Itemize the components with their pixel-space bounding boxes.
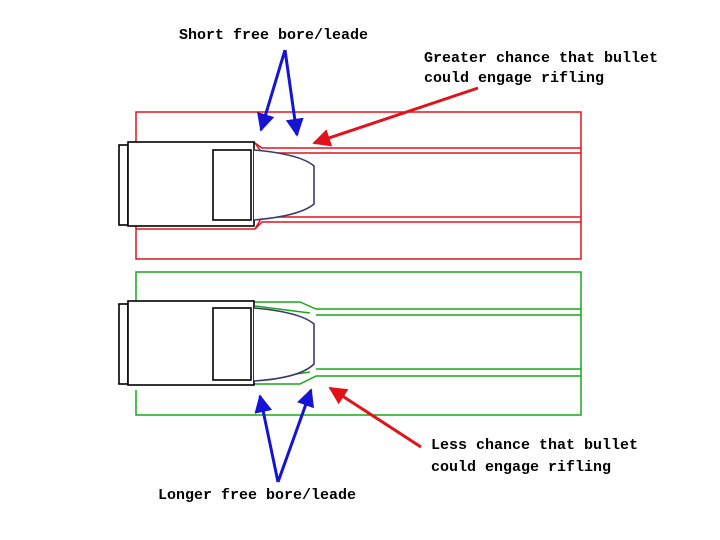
arrow-icon bbox=[283, 49, 304, 137]
top-blue-arrows bbox=[257, 49, 304, 137]
short-free-bore-label: Short free bore/leade bbox=[179, 27, 368, 44]
short-free-bore-cartridge bbox=[118, 141, 315, 227]
case-rim bbox=[118, 144, 129, 226]
bullet-ogive bbox=[253, 149, 315, 221]
arrow-icon bbox=[276, 388, 315, 483]
bottom-red-arrow bbox=[328, 386, 422, 449]
less-chance-note-line1: Less chance that bullet bbox=[431, 437, 638, 454]
top-red-arrow bbox=[312, 86, 479, 147]
arrow-icon bbox=[312, 86, 479, 147]
greater-chance-note-line2: could engage rifling bbox=[424, 70, 604, 87]
greater-chance-note-line1: Greater chance that bullet bbox=[424, 50, 658, 67]
case-base-web bbox=[212, 149, 252, 221]
bullet-ogive bbox=[253, 307, 315, 382]
arrow-icon bbox=[328, 386, 422, 449]
case-rim bbox=[118, 303, 129, 385]
longer-free-bore-label: Longer free bore/leade bbox=[158, 487, 356, 504]
long-free-bore-chamber bbox=[135, 271, 582, 416]
arrow-icon bbox=[257, 49, 287, 132]
long-free-bore-cartridge bbox=[118, 300, 315, 386]
case-base-web bbox=[212, 307, 252, 381]
arrow-icon bbox=[254, 394, 280, 483]
bottom-blue-arrows bbox=[254, 388, 315, 483]
less-chance-note-line2: could engage rifling bbox=[431, 459, 611, 476]
